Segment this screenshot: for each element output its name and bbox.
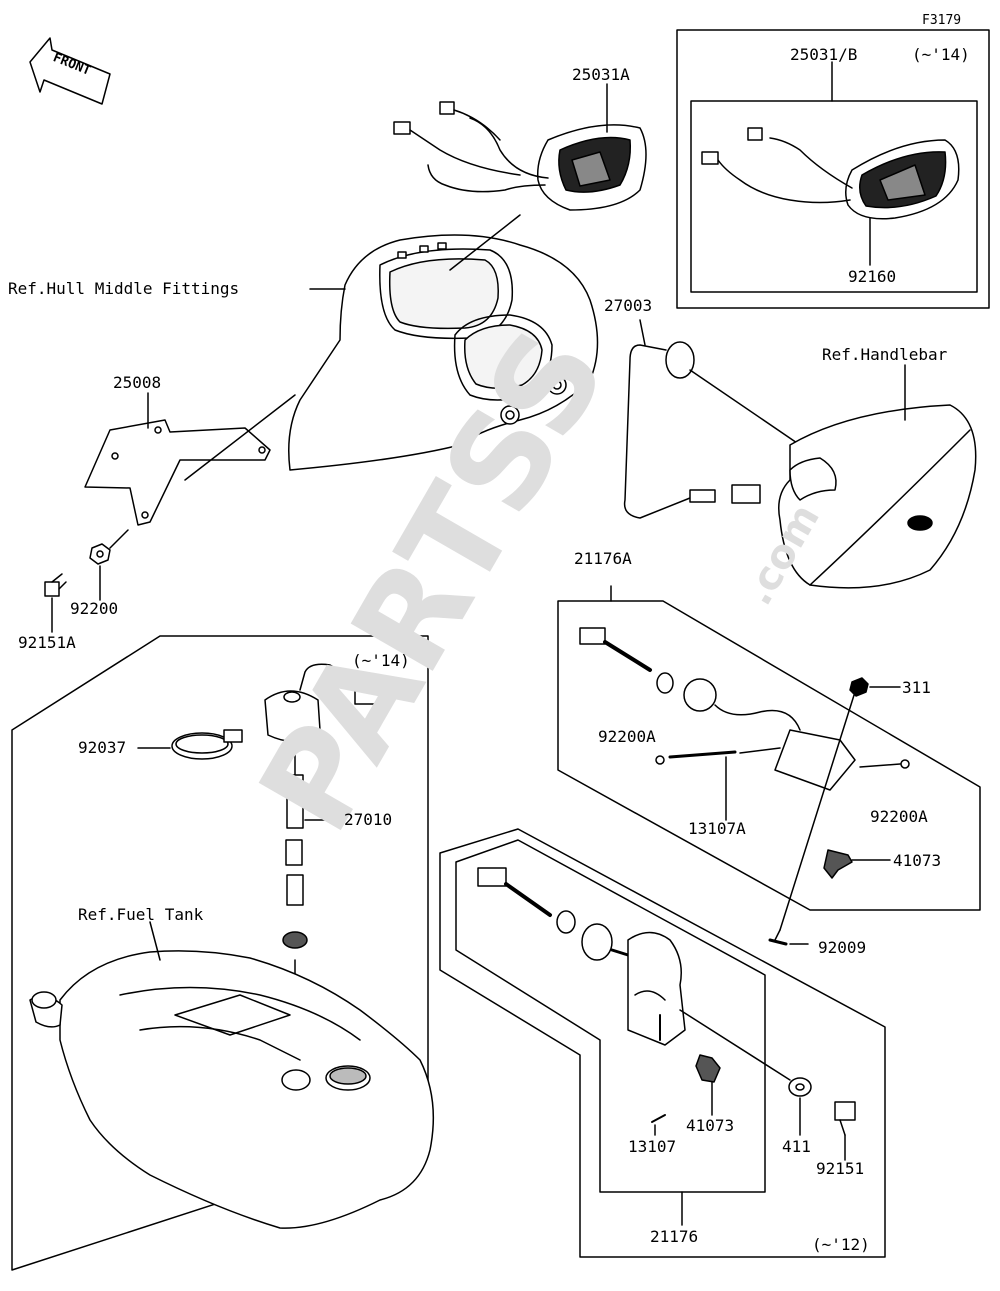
label-92200a-right: 92200A xyxy=(870,807,928,826)
washer-92200a-right xyxy=(900,759,910,769)
meter-b-inner-box xyxy=(690,100,978,293)
meter-a-assembly xyxy=(393,101,647,211)
label-25031a: 25031A xyxy=(572,65,630,84)
bracket xyxy=(84,419,271,526)
clip-41073-right xyxy=(823,849,853,879)
label-92151: 92151 xyxy=(816,1159,865,1178)
label-27010: 27010 xyxy=(344,810,393,829)
label-21176: 21176 xyxy=(650,1227,699,1246)
meter-b-assembly xyxy=(701,127,960,220)
label-92009: 92009 xyxy=(818,938,867,957)
sensor-21176a xyxy=(579,627,856,791)
nut-311 xyxy=(849,677,869,697)
label-411: 411 xyxy=(782,1137,811,1156)
label-13107a: 13107A xyxy=(688,819,746,838)
sensor-21176a-box xyxy=(557,600,981,911)
label-21176-years: (~'12) xyxy=(812,1235,870,1254)
nut-92200 xyxy=(89,543,111,565)
label-hull-ref: Ref.Hull Middle Fittings xyxy=(8,279,240,298)
screw-92009 xyxy=(768,929,788,946)
label-92160: 92160 xyxy=(848,267,897,286)
washer-92200a-left xyxy=(655,755,665,765)
washer-411 xyxy=(788,1077,812,1097)
hull-middle-fittings xyxy=(288,234,599,471)
fuel-tank-ref xyxy=(29,950,435,1229)
label-25031b: 25031/B xyxy=(790,45,858,64)
label-fuel-years: (~'14) xyxy=(352,651,410,670)
label-21176a: 21176A xyxy=(574,549,632,568)
label-41073-lower: 41073 xyxy=(686,1116,735,1135)
label-41073-right: 41073 xyxy=(893,851,942,870)
pin-13107 xyxy=(651,1114,666,1123)
label-13107: 13107 xyxy=(628,1137,677,1156)
label-25008: 25008 xyxy=(113,373,162,392)
label-92151a: 92151A xyxy=(18,633,76,652)
pin-13107a xyxy=(668,750,737,759)
bolt-92151 xyxy=(834,1101,856,1136)
sensor-21176 xyxy=(477,867,686,1046)
handlebar-ref xyxy=(778,404,977,589)
label-25031b-years: (~'14) xyxy=(912,45,970,64)
fuel-unit-27010 xyxy=(264,663,382,949)
bolt-92151a xyxy=(44,573,67,597)
label-92200: 92200 xyxy=(70,599,119,618)
sensor-27003 xyxy=(623,341,761,519)
label-311: 311 xyxy=(902,678,931,697)
label-92200a-left: 92200A xyxy=(598,727,656,746)
label-92037: 92037 xyxy=(78,738,127,757)
clamp-92037 xyxy=(171,729,243,760)
label-handlebar-ref: Ref.Handlebar xyxy=(822,345,948,364)
label-fuel-tank-ref: Ref.Fuel Tank xyxy=(78,905,204,924)
clip-41073-lower xyxy=(695,1054,721,1083)
front-arrow-icon xyxy=(29,37,111,105)
figure-id: F3179 xyxy=(922,13,962,28)
fuel-unit-box xyxy=(11,635,429,1271)
label-27003: 27003 xyxy=(604,296,653,315)
meter-b-box xyxy=(676,29,990,309)
